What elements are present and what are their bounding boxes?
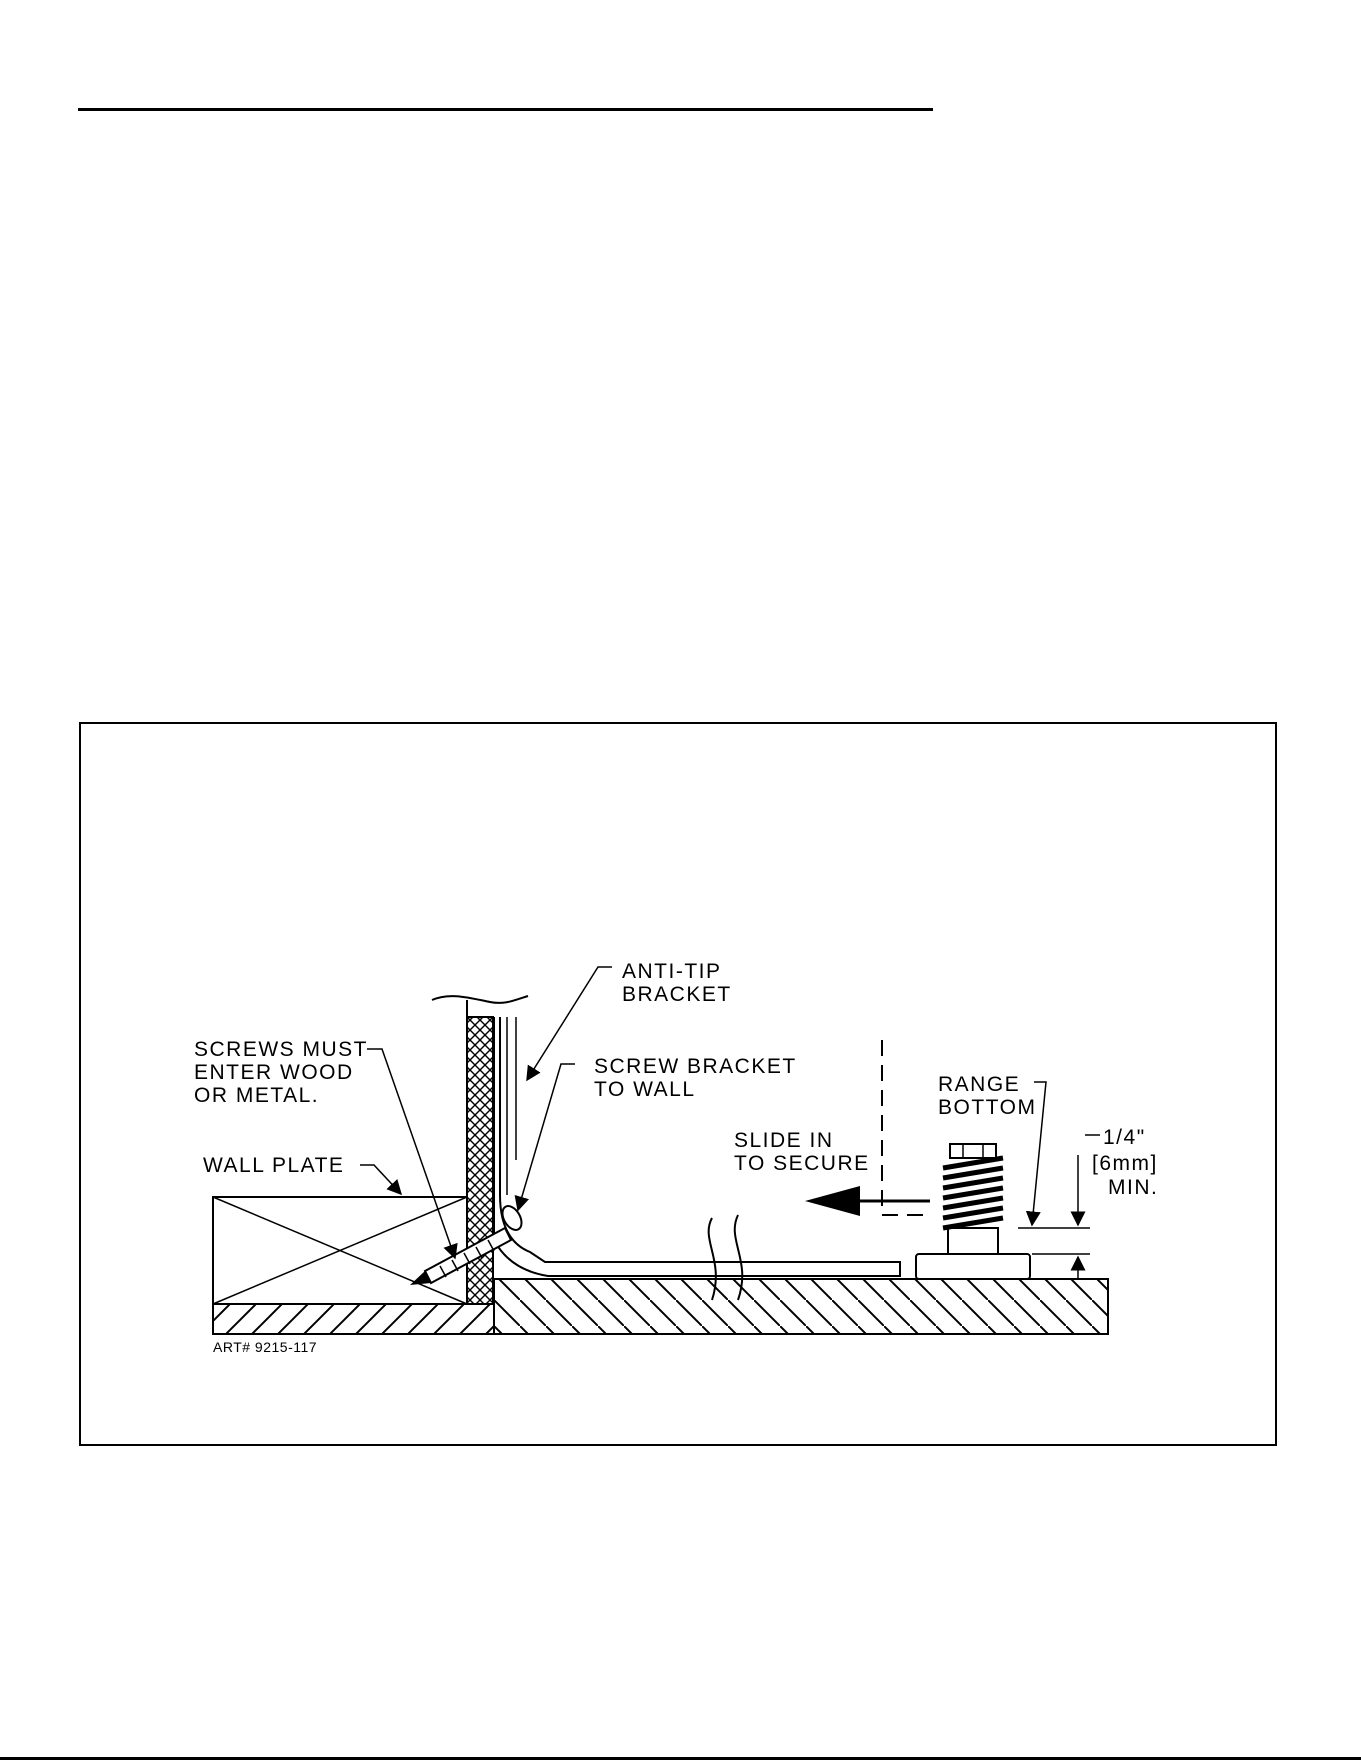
slide-in-arrow	[805, 1186, 930, 1216]
label-enter-wood: ENTER WOOD	[194, 1061, 354, 1084]
wall-plate	[213, 1197, 467, 1304]
label-anti-tip: ANTI-TIP	[622, 960, 722, 983]
label-or-metal: OR METAL.	[194, 1084, 319, 1107]
label-to-secure: TO SECURE	[734, 1152, 870, 1175]
range-outline-dashed	[882, 1040, 925, 1215]
label-bottom: BOTTOM	[938, 1096, 1036, 1119]
label-range: RANGE	[938, 1073, 1020, 1096]
floor-slab-right	[494, 1279, 1108, 1334]
label-screws-must: SCREWS MUST	[194, 1038, 368, 1061]
label-bracket: BRACKET	[622, 983, 732, 1006]
label-wall-plate: WALL PLATE	[203, 1154, 344, 1177]
range-leveling-leg	[916, 1144, 1030, 1279]
footer-rule	[0, 1757, 1361, 1760]
floor-slab-left	[213, 1304, 494, 1334]
label-dim-inch: 1/4"	[1103, 1126, 1146, 1149]
wall-break-line	[432, 996, 528, 1003]
label-screw-bracket: SCREW BRACKET	[594, 1055, 797, 1078]
label-to-wall: TO WALL	[594, 1078, 696, 1101]
label-dim-mm: [6mm]	[1092, 1152, 1158, 1175]
label-slide-in: SLIDE IN	[734, 1129, 834, 1152]
art-number: ART# 9215-117	[213, 1339, 317, 1355]
label-dim-min: MIN.	[1108, 1176, 1158, 1199]
